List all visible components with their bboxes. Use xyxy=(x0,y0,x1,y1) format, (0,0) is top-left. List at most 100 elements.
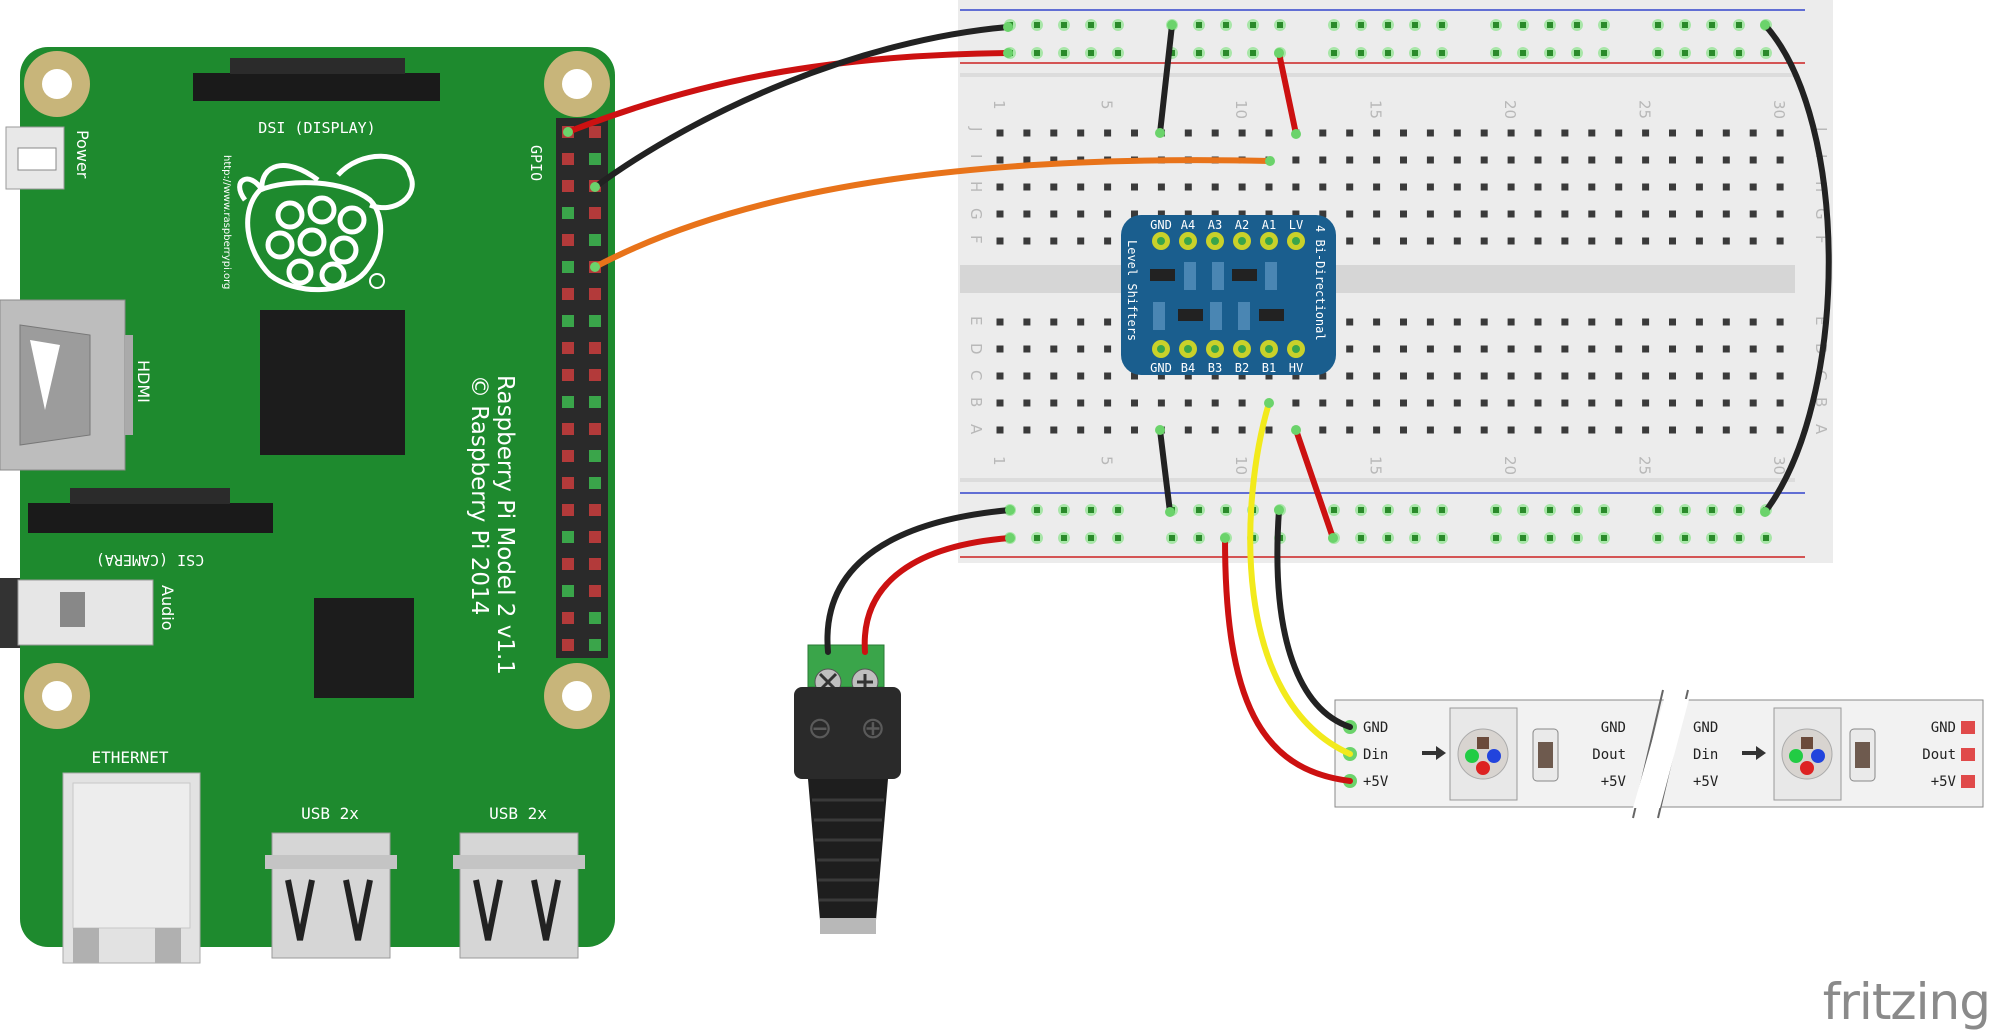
breadboard-hole xyxy=(1642,345,1650,353)
row-letter: F xyxy=(1812,235,1830,244)
gpio-pin xyxy=(562,342,574,354)
breadboard-hole xyxy=(1669,426,1676,434)
breadboard-hole xyxy=(1776,372,1784,380)
mounting-hole xyxy=(544,51,610,117)
breadboard-hole xyxy=(1050,156,1058,164)
column-number: 25 xyxy=(1636,100,1654,119)
column-number: 15 xyxy=(1367,100,1385,119)
column-number: 15 xyxy=(1367,456,1385,475)
wire-red-dc-5v xyxy=(861,535,1013,655)
breadboard-hole xyxy=(1292,156,1300,164)
breadboard-hole xyxy=(1077,399,1085,407)
breadboard-hole xyxy=(1373,372,1381,380)
breadboard-hole xyxy=(1023,345,1031,353)
level-shifter-pin-center xyxy=(1292,345,1300,353)
breadboard-hole xyxy=(1077,210,1085,218)
rail-hole-pin xyxy=(1358,535,1364,541)
rail-hole-pin xyxy=(1439,22,1445,28)
level-shifter-pin-center xyxy=(1238,237,1246,245)
pi-model-line2: © Raspberry Pi 2014 xyxy=(466,375,492,615)
breadboard-hole xyxy=(1749,318,1757,326)
led-strip: GND Din +5V GND Dout +5V GND Din +5V GND… xyxy=(1334,689,1984,819)
breadboard-hole xyxy=(1534,237,1542,245)
breadboard-hole xyxy=(1050,345,1058,353)
breadboard-hole xyxy=(1023,210,1031,218)
column-number: 30 xyxy=(1770,456,1788,475)
breadboard-hole xyxy=(1695,129,1703,137)
strip-seg1-right-gnd: GND xyxy=(1601,720,1626,736)
usb-chip xyxy=(314,598,414,698)
breadboard-hole xyxy=(1615,210,1623,218)
breadboard-hole xyxy=(1319,372,1327,380)
breadboard-hole xyxy=(1561,183,1569,191)
column-number: 25 xyxy=(1636,456,1654,475)
breadboard-hole xyxy=(1695,426,1703,434)
rail-hole-pin xyxy=(1088,507,1094,513)
breadboard-hole xyxy=(1507,210,1515,218)
breadboard-hole xyxy=(1373,156,1381,164)
breadboard-hole xyxy=(1776,129,1784,137)
breadboard-hole xyxy=(1400,237,1407,245)
gpio-pin xyxy=(589,153,601,165)
row-letter: H xyxy=(967,181,985,192)
rail-hole-pin xyxy=(1493,507,1499,513)
rail-hole-pin xyxy=(1088,22,1094,28)
breadboard-hole xyxy=(1400,129,1407,137)
breadboard-hole xyxy=(1426,318,1434,326)
breadboard-hole xyxy=(1373,183,1381,191)
rail-hole-pin xyxy=(1358,507,1364,513)
rail-hole-pin xyxy=(1709,535,1715,541)
rail-hole-pin xyxy=(1682,22,1688,28)
breadboard-hole xyxy=(996,129,1004,137)
breadboard-hole xyxy=(1534,318,1542,326)
breadboard-hole xyxy=(1400,345,1407,353)
row-letter: H xyxy=(1812,181,1830,192)
breadboard-hole xyxy=(1749,345,1757,353)
breadboard-hole xyxy=(1642,426,1650,434)
breadboard-hole xyxy=(1561,399,1569,407)
breadboard-hole xyxy=(996,237,1004,245)
breadboard-hole xyxy=(1292,183,1300,191)
breadboard-hole xyxy=(1265,372,1273,380)
breadboard-hole xyxy=(1722,318,1730,326)
gpio-pin xyxy=(589,288,601,300)
breadboard-hole xyxy=(1184,399,1192,407)
breadboard-hole xyxy=(1050,426,1058,434)
breadboard-hole xyxy=(996,345,1004,353)
column-number: 20 xyxy=(1501,456,1519,475)
rail-hole-pin xyxy=(1115,535,1121,541)
breadboard-hole xyxy=(1669,129,1676,137)
breadboard-hole xyxy=(1023,372,1031,380)
breadboard-hole xyxy=(1050,237,1058,245)
breadboard-hole xyxy=(1776,237,1784,245)
breadboard-hole xyxy=(1480,156,1488,164)
breadboard-hole xyxy=(1184,129,1192,137)
level-shifter-bottom-pin-label: B2 xyxy=(1235,361,1249,375)
rail-hole-pin xyxy=(1574,50,1580,56)
breadboard-hole xyxy=(1534,345,1542,353)
pi-model-line1: Raspberry Pi Model 2 v1.1 xyxy=(492,375,518,675)
rail-hole-pin xyxy=(1493,535,1499,541)
rail-hole-pin xyxy=(1223,22,1229,28)
mounting-hole xyxy=(544,663,610,729)
gpio-pin xyxy=(589,423,601,435)
breadboard-hole xyxy=(1588,426,1596,434)
breadboard-hole xyxy=(1615,183,1623,191)
wire-red-strip-5v xyxy=(1222,535,1353,784)
csi-connector: CSI (CAMERA) xyxy=(28,488,273,569)
breadboard-hole xyxy=(1131,129,1138,137)
rail-hole-pin xyxy=(1736,535,1742,541)
breadboard-hole xyxy=(1104,183,1112,191)
breadboard-hole xyxy=(1669,183,1676,191)
breadboard-hole xyxy=(1480,426,1488,434)
gpio-pin xyxy=(589,315,601,327)
breadboard-hole xyxy=(1561,129,1569,137)
rail-hole-pin xyxy=(1061,535,1067,541)
breadboard-hole xyxy=(1480,129,1488,137)
rail-hole-pin xyxy=(1331,50,1337,56)
level-shifter-pin-center xyxy=(1184,345,1192,353)
breadboard-hole xyxy=(1211,372,1219,380)
breadboard-hole xyxy=(1319,426,1327,434)
fritzing-brand: fritzing xyxy=(1822,973,1991,1031)
gpio-pin xyxy=(562,153,574,165)
